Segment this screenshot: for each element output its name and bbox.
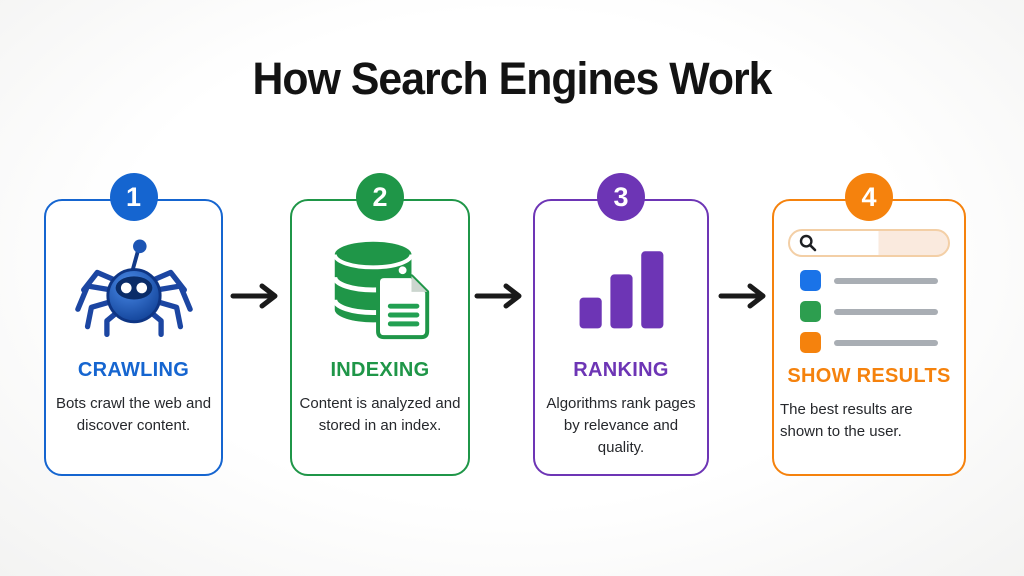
step-number-badge: 4: [845, 173, 893, 221]
step-description: Bots crawl the web and discover content.: [55, 395, 212, 434]
result-row: [800, 332, 938, 353]
step-description: Content is analyzed and stored in an ind…: [299, 395, 461, 434]
spider-bot-icon: [74, 225, 194, 347]
result-line: [834, 308, 938, 315]
search-bar: [788, 229, 950, 257]
step-title: RANKING: [573, 359, 669, 381]
result-row-square: [800, 270, 821, 291]
step-card-crawling: 1: [44, 173, 223, 476]
step-number-badge: 1: [109, 173, 158, 221]
result-line: [834, 277, 938, 284]
step-card-indexing: 2 INDEXING Content is analyzed and store…: [290, 173, 470, 476]
bar-chart-icon: [568, 225, 674, 347]
step-title: INDEXING: [330, 359, 430, 381]
result-row-square: [800, 301, 821, 322]
step-card-ranking: 3 RANKING Algorithms rank pages by relev…: [533, 173, 709, 476]
search-results-panel-icon: [788, 229, 950, 353]
step-description: The best results are shown to the user.: [780, 401, 913, 440]
result-row-square: [800, 332, 821, 353]
database-document-icon: [321, 225, 439, 347]
arrow-right-icon: [230, 283, 278, 309]
step-title: SHOW RESULTS: [787, 365, 951, 387]
step-description: Algorithms rank pages by relevance and q…: [546, 395, 696, 456]
result-row: [800, 270, 938, 291]
result-row: [800, 301, 938, 322]
step-number-badge: 2: [356, 173, 404, 221]
step-card-show-results: 4: [772, 173, 966, 476]
arrow-right-icon: [718, 283, 766, 309]
step-title: CRAWLING: [77, 359, 190, 381]
step-number-badge: 3: [597, 173, 645, 221]
magnifier-icon: [799, 234, 817, 252]
result-line: [834, 339, 938, 346]
arrow-right-icon: [474, 283, 522, 309]
page-title: How Search Engines Work: [252, 53, 773, 104]
result-rows: [800, 270, 938, 353]
